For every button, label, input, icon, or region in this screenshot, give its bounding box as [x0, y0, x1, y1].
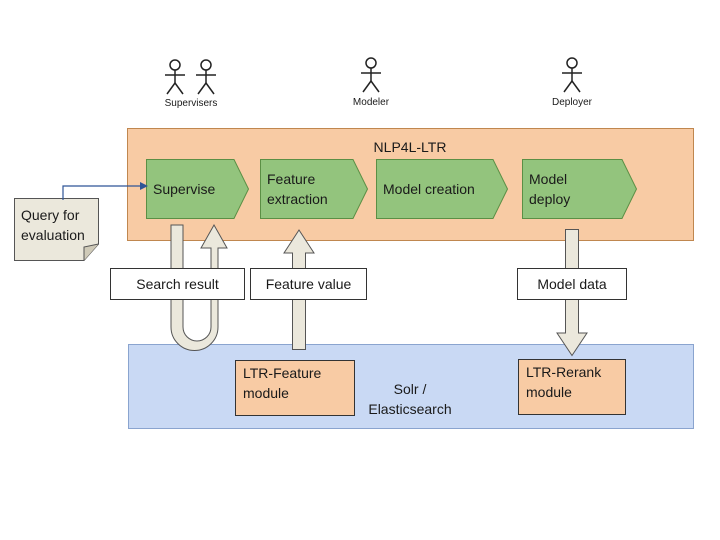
person-icon	[196, 59, 216, 95]
step-model-deploy-label: Model deploy	[529, 170, 571, 207]
model-data-label: Model data	[517, 268, 627, 300]
person-icon	[562, 57, 582, 93]
step-model-creation-label: Model creation	[383, 180, 475, 197]
deployer-actor	[560, 56, 584, 94]
query-document-label: Query for evaluation	[21, 207, 85, 244]
nlp4l-ltr-title: NLP4L-LTR	[373, 139, 447, 155]
step-model-deploy: Model deploy	[522, 159, 637, 219]
step-model-creation: Model creation	[376, 159, 508, 219]
superviser-actor-1	[163, 58, 187, 96]
ltr-feature-module: LTR-Feature module	[235, 360, 355, 416]
person-icon	[361, 57, 381, 93]
person-icon	[165, 59, 185, 95]
step-feature-extraction: Feature extraction	[260, 159, 368, 219]
supervisers-label: Supervisers	[164, 98, 218, 109]
query-document-shape	[14, 198, 99, 261]
search-engine-title: Solr / Elasticsearch	[368, 381, 452, 417]
deployer-label: Deployer	[551, 97, 593, 108]
step-feature-extraction-label: Feature extraction	[267, 170, 328, 207]
feature-value-label: Feature value	[250, 268, 367, 300]
ltr-rerank-module: LTR-Rerank module	[518, 359, 626, 415]
modeler-actor	[359, 56, 383, 94]
superviser-actor-2	[194, 58, 218, 96]
search-result-uturn-arrow	[170, 223, 228, 351]
step-supervise-label: Supervise	[153, 180, 216, 197]
modeler-label: Modeler	[352, 97, 390, 108]
query-connector	[62, 182, 148, 200]
search-result-label: Search result	[110, 268, 245, 300]
step-supervise: Supervise	[146, 159, 249, 219]
